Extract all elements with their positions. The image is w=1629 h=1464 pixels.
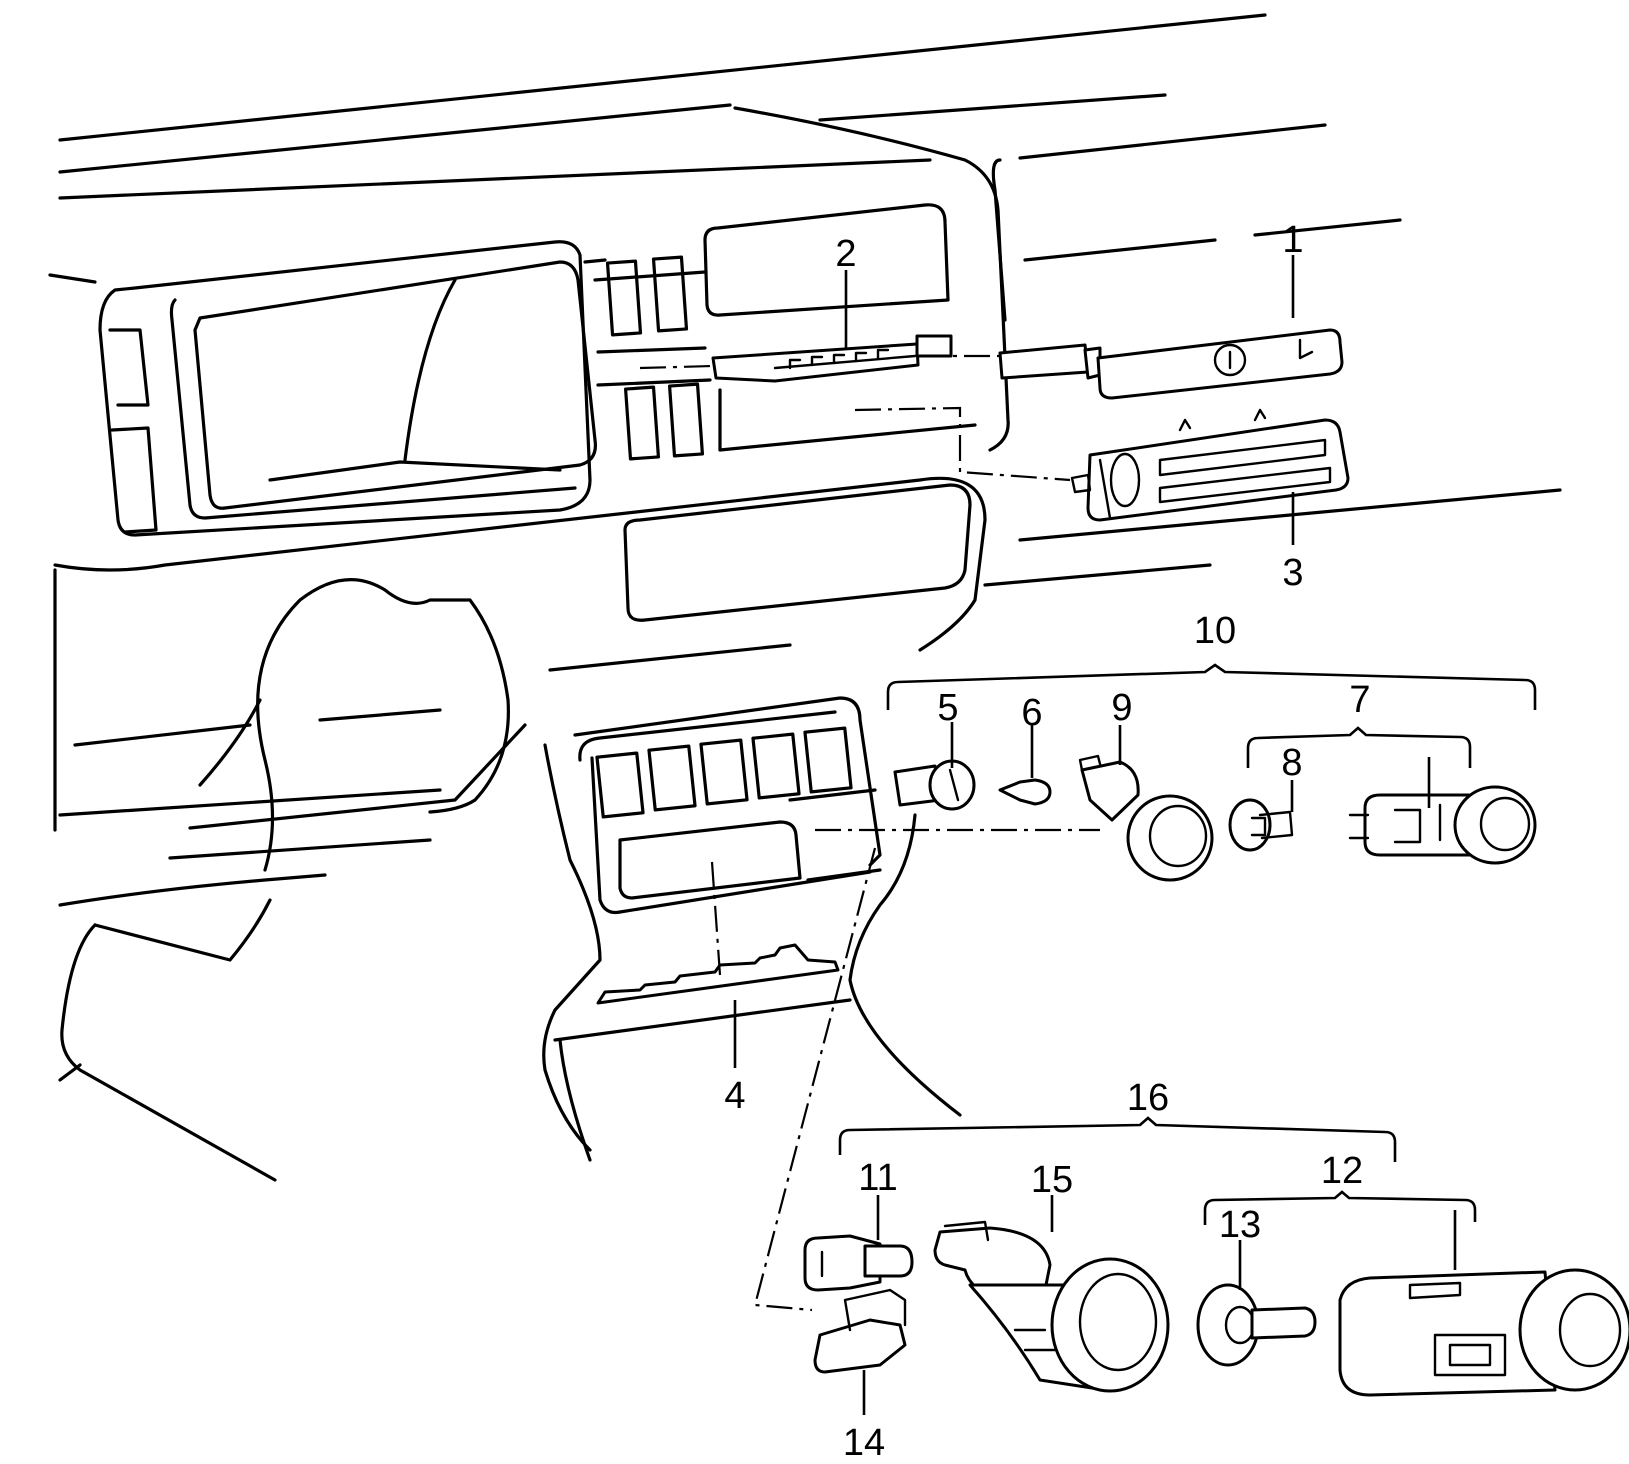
- part-1-switch: [998, 328, 1344, 400]
- callout-5: 5: [937, 687, 958, 729]
- part-8-element: [1228, 798, 1294, 852]
- callout-11: 11: [858, 1157, 897, 1199]
- callout-10: 10: [1194, 610, 1236, 652]
- callout-8: 8: [1281, 742, 1302, 784]
- part-7-cigarette-lighter: [1348, 785, 1537, 865]
- center-console: [542, 696, 962, 1162]
- callout-9: 9: [1111, 687, 1132, 729]
- callout-14: 14: [843, 1422, 885, 1464]
- part-11-bulb-holder: [803, 1234, 914, 1292]
- part-9-socket: [1078, 754, 1214, 882]
- part-13-element: [1196, 1283, 1317, 1367]
- callout-15: 15: [1031, 1159, 1073, 1201]
- callout-16: 16: [1127, 1077, 1169, 1119]
- lower-dash-outline: [58, 578, 792, 1182]
- callout-6: 6: [1021, 692, 1042, 734]
- callout-13: 13: [1219, 1204, 1261, 1246]
- part-2-switch-bar: [711, 334, 953, 383]
- part-15-socket: [933, 1220, 1170, 1393]
- callout-4: 4: [724, 1075, 745, 1117]
- part-12-cigarette-lighter: [1338, 1268, 1629, 1397]
- part-4-switch-strip: [596, 943, 840, 1005]
- callout-2: 2: [835, 233, 856, 275]
- assembly-lines: [639, 354, 1100, 1312]
- callout-3: 3: [1282, 552, 1303, 594]
- callout-1: 1: [1282, 219, 1303, 261]
- part-3-air-vent: [1070, 408, 1350, 522]
- leader-lines: [733, 255, 1537, 1415]
- callout-12: 12: [1321, 1150, 1363, 1192]
- callout-7: 7: [1349, 679, 1370, 721]
- part-5-bulb-holder: [893, 759, 976, 811]
- callout-labels: 1 2 3 4 5 6 7 8 9 10 11 12 13 14 15 16: [724, 219, 1370, 1464]
- part-6-bulb: [998, 778, 1052, 806]
- part-14-clip: [813, 1288, 907, 1374]
- dashboard-outline: [48, 13, 1562, 832]
- instrument-cluster: [98, 203, 977, 622]
